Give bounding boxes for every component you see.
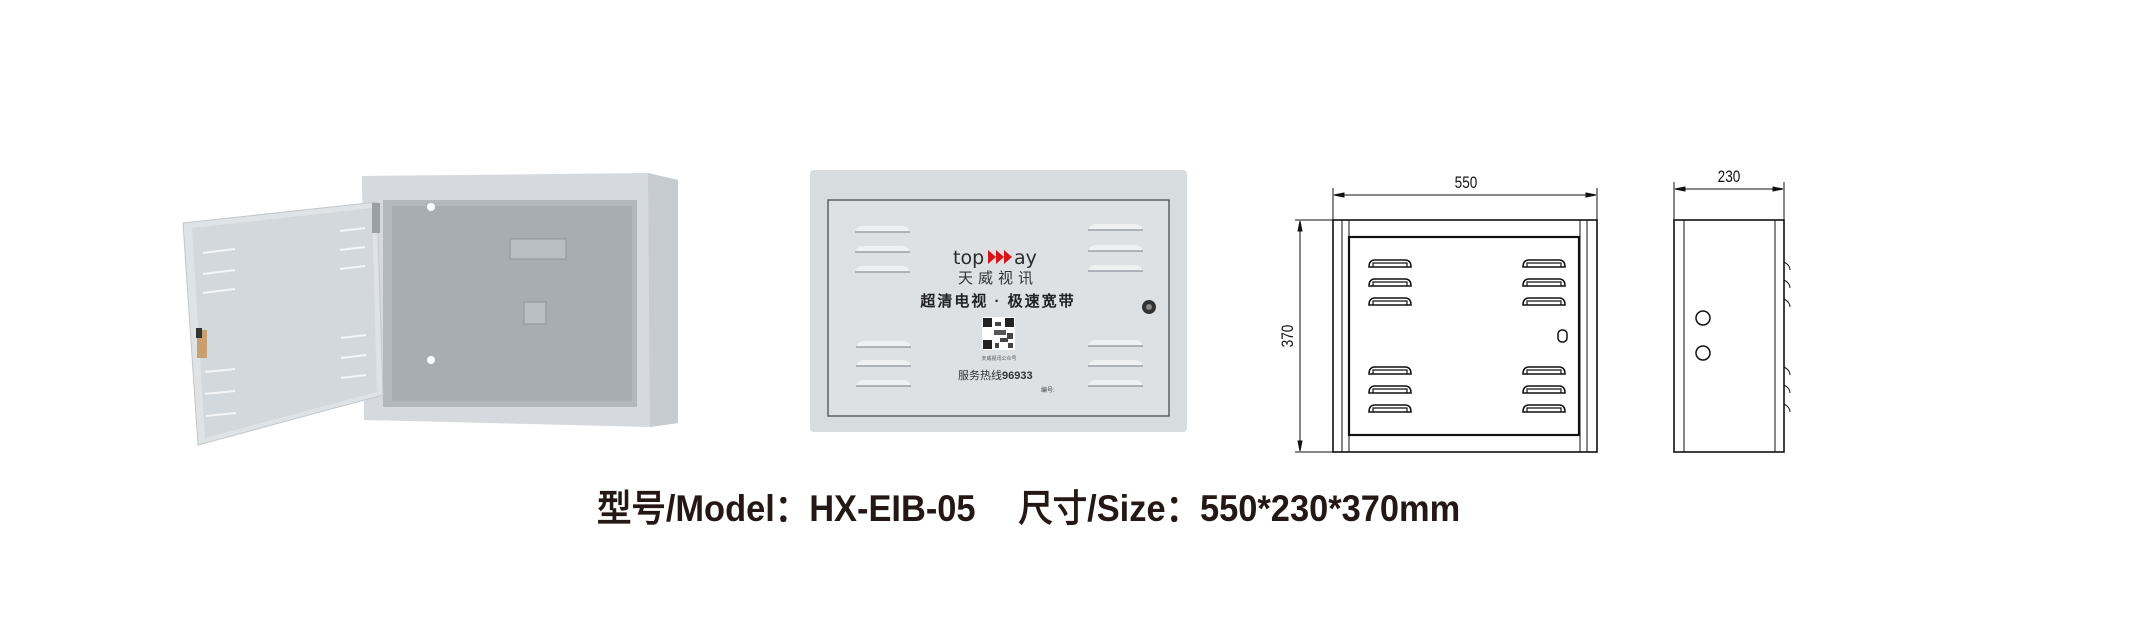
model-value: HX-EIB-05 xyxy=(809,488,976,529)
slogan: 超清电视 · 极速宽带 xyxy=(919,292,1075,310)
width-dimension: 550 xyxy=(1455,174,1478,193)
serial-label: 编号: xyxy=(1041,386,1055,394)
closed-box-photo: top ay 天威视讯 超清电视 · 极速宽带 天威视讯公众号 服务热线 969… xyxy=(810,170,1187,432)
hotline-number: 96933 xyxy=(1002,370,1033,382)
brand-logo: top ay xyxy=(953,247,1037,269)
qr-caption: 天威视讯公众号 xyxy=(981,355,1016,362)
side-view-drawing xyxy=(1673,182,1791,453)
front-view-drawing xyxy=(1295,188,1598,453)
product-caption: 型号/Model：HX-EIB-05 尺寸/Size：550*230*370mm xyxy=(597,478,1481,529)
height-dimension: 370 xyxy=(1279,325,1298,348)
size-value: 550*230*370mm xyxy=(1200,488,1461,529)
depth-dimension: 230 xyxy=(1718,168,1741,187)
model-label: 型号/Model： xyxy=(597,488,810,529)
size-label: 尺寸/Size： xyxy=(1018,488,1201,529)
qr-code xyxy=(982,317,1015,350)
open-box-photo xyxy=(182,173,678,446)
hotline-label: 服务热线 xyxy=(958,368,1002,382)
svg-text:ay: ay xyxy=(1014,247,1037,269)
svg-text:top: top xyxy=(953,247,984,269)
brand-chinese: 天威视讯 xyxy=(958,270,1038,287)
